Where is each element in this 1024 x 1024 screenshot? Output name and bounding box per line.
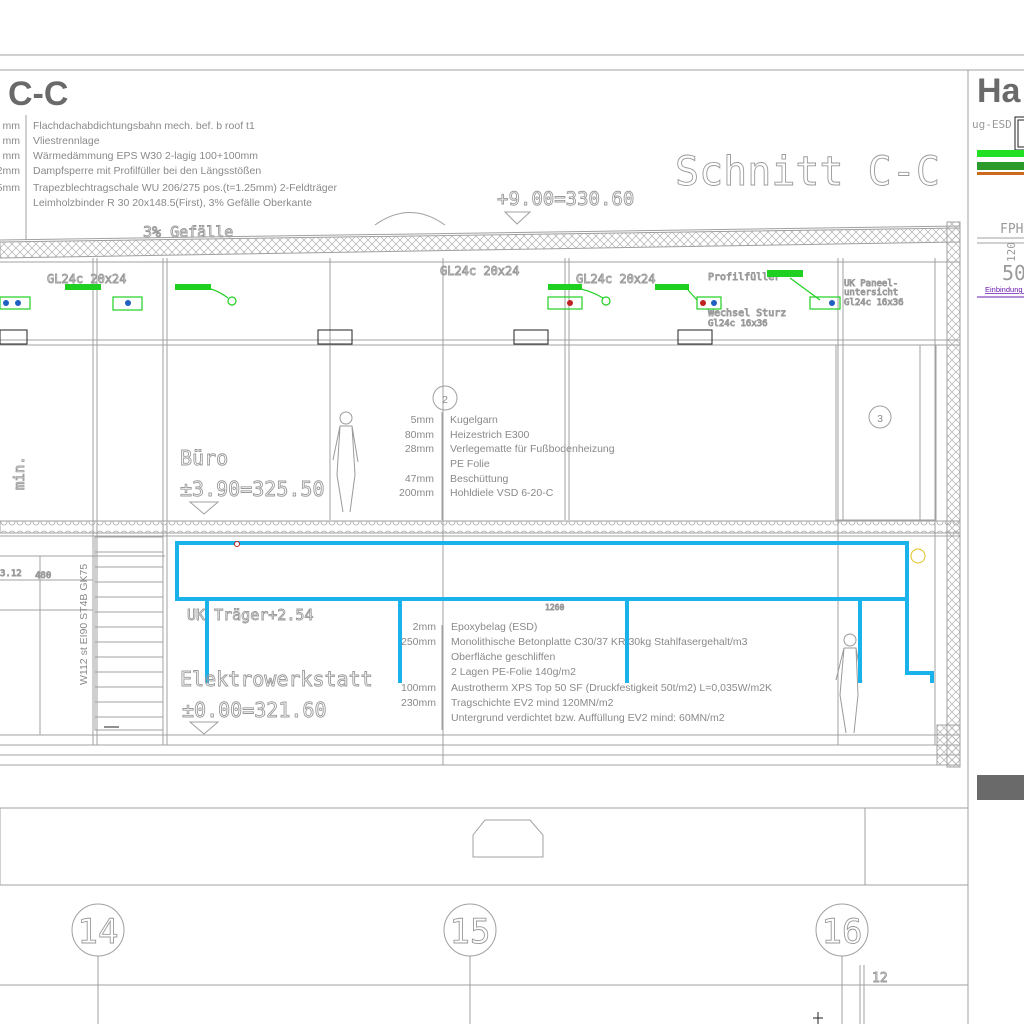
structure-lines: [92, 258, 937, 765]
right-label-fph: FPH: [1000, 222, 1023, 237]
right-dim-50: 50: [1002, 261, 1024, 285]
layer-text: Oberfläche geschliffen: [451, 651, 555, 663]
layer-text: Heizestrich E300: [450, 429, 530, 441]
grid-axes: [0, 807, 968, 1024]
stair: [94, 536, 164, 731]
legend-bar-green: [977, 150, 1024, 157]
layer-thickness: 200mm: [399, 487, 434, 499]
layer-text: Hohldiele VSD 6-20-C: [450, 487, 554, 499]
dim-12: 12: [872, 971, 888, 986]
upper-floor-slab: [0, 520, 961, 534]
layer-thickness: 230mm: [401, 697, 436, 709]
sheet-frame: [0, 54, 1024, 1024]
title-left: C-C: [8, 75, 68, 113]
marker-3: 3: [877, 413, 883, 425]
label-uk2: untersicht: [844, 288, 898, 298]
roof-construction: [0, 212, 961, 768]
human-figure-icon: [332, 411, 359, 513]
layer-thickness: 5mm: [411, 414, 435, 426]
roof-layer-legend: mm Flachdachabdichtungsbahn mech. bef. b…: [0, 115, 337, 240]
layer-thickness: mm: [3, 120, 21, 132]
beam-label: GL24c 20x24: [576, 272, 655, 286]
label-min: min.: [12, 456, 28, 490]
room-elektrowerkstatt: Elektrowerkstatt: [180, 667, 373, 691]
layer-text: Trapezblechtragschale WU 206/275 pos.(t=…: [33, 182, 337, 194]
layer-thickness: 2mm: [413, 621, 437, 633]
layer-text: 2 Lagen PE-Folie 140g/m2: [451, 666, 576, 678]
grid-axis-14: 14: [78, 912, 119, 952]
grid-axis-16: 16: [822, 912, 863, 952]
ground-floor-layers: 2mm Epoxybelag (ESD) 250mm Monolithische…: [401, 621, 772, 730]
elevation-buero: ±3.90=325.50: [180, 477, 325, 501]
layer-text: Tragschichte EV2 mind 120MN/m2: [451, 697, 614, 709]
layer-thickness: mm: [3, 150, 21, 162]
label-uk3: Gl24c 16x36: [844, 298, 904, 308]
layer-text: Epoxybelag (ESD): [451, 621, 537, 633]
layer-text: Dampfsperre mit Profilfüller bei den Län…: [33, 165, 261, 177]
elevation-ground: ±0.00=321.60: [182, 698, 327, 722]
beam-label: GL24c 20x24: [440, 264, 519, 278]
label-wechsel-size: Gl24c 16x36: [708, 319, 768, 329]
layer-text: Leimholzbinder R 30 20x148.5(First), 3% …: [33, 197, 312, 209]
layer-text: Beschüttung: [450, 473, 509, 485]
uk-traeger: UK Träger+2.54: [187, 606, 313, 624]
layer-thickness: 47mm: [405, 473, 434, 485]
label-wechsel: Wechsel Sturz: [708, 308, 786, 319]
link-einbindung[interactable]: Einbindung I: [985, 285, 1024, 294]
upper-floor-layers: 5mm Kugelgarn 80mm Heizestrich E300 28mm…: [399, 412, 615, 520]
grid-axis-15: 15: [450, 912, 491, 952]
mep-annotations: [0, 270, 841, 311]
ground-slab: [0, 724, 961, 766]
roof-elevation: +9.00=330.60: [497, 188, 634, 210]
beam-label: GL24c 20x24: [47, 272, 126, 286]
layer-text: Kugelgarn: [450, 414, 498, 426]
layer-thickness: 100mm: [401, 682, 436, 694]
label-uk: UK Paneel-: [844, 279, 898, 289]
right-dim-120: 120: [1005, 242, 1018, 262]
layer-text: PE Folie: [450, 458, 490, 470]
dim-312: 3.12: [0, 569, 22, 579]
layer-thickness: 80mm: [405, 429, 434, 441]
layer-thickness: 250mm: [401, 636, 436, 648]
ceiling-luminaires: [0, 329, 713, 345]
right-panel: ug-ESD FPH 120 50 Einbindung I: [972, 116, 1024, 800]
layer-text: Untergrund verdichtet bzw. Auffüllung EV…: [451, 712, 725, 724]
room-buero: Büro: [180, 446, 228, 470]
wall-label: W112 st EI90 ST4B GK75: [78, 564, 90, 685]
label-profilfueller: Profilfüller: [708, 272, 780, 283]
layer-thickness: 28mm: [405, 443, 434, 455]
layer-text: Monolithische Betonplatte C30/37 KR 30kg…: [451, 636, 748, 648]
legend-bar-darkgreen: [977, 162, 1024, 170]
marker-2: 2: [442, 394, 448, 406]
layer-thickness: 2mm: [0, 165, 20, 177]
dim-1260: 1260: [545, 603, 564, 612]
legend-bar-orange: [977, 172, 1024, 175]
layer-text: Austrotherm XPS Top 50 SF (Druckfestigke…: [451, 682, 772, 694]
layer-text: Flachdachabdichtungsbahn mech. bef. b ro…: [33, 120, 255, 132]
right-label-top: ug-ESD: [972, 118, 1012, 131]
layer-text: Wärmedämmung EPS W30 2-lagig 100+100mm: [33, 150, 258, 162]
dim-480: 480: [35, 571, 51, 581]
layer-text: Vliestrennlage: [33, 135, 100, 147]
section-title: Schnitt C-C: [675, 149, 940, 195]
title-right: Ha: [977, 72, 1022, 110]
layer-thickness: mm: [3, 135, 21, 147]
layer-text: Verlegematte für Fußbodenheizung: [450, 443, 615, 455]
pipe-run: [175, 541, 934, 683]
layer-thickness: 5mm: [0, 182, 20, 194]
